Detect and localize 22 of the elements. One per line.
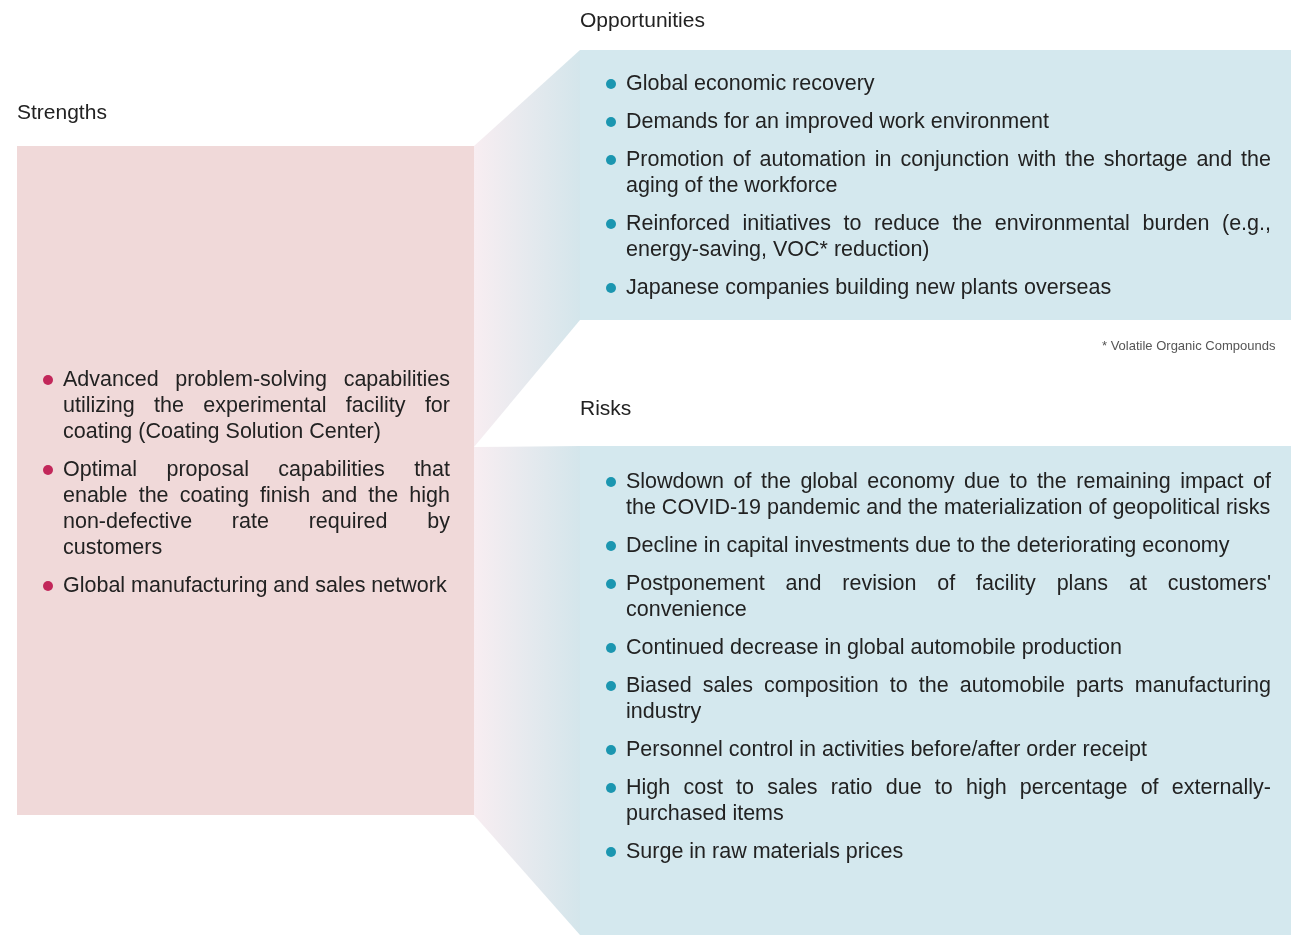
- bullet-item: Decline in capital investments due to the deteriorating economy: [604, 532, 1271, 558]
- bullet-item: Japanese companies building new plants overseas: [604, 274, 1271, 300]
- funnel-connector: [474, 50, 580, 448]
- footnote: * Volatile Organic Compounds: [1102, 338, 1276, 353]
- bullet-item: Reinforced initiatives to reduce the environmental burden (e.g., energy-saving, VOC* reduction): [604, 210, 1271, 262]
- bullet-item: Surge in raw materials prices: [604, 838, 1271, 864]
- strengths-heading: Strengths: [17, 100, 107, 124]
- funnel-connector: [474, 446, 580, 935]
- bullet-item: Continued decrease in global automobile production: [604, 634, 1271, 660]
- bullet-item: Biased sales composition to the automobile parts manufacturing industry: [604, 672, 1271, 724]
- bullet-item: Slowdown of the global economy due to the remaining impact of the COVID-19 pandemic and the materialization of geopolitical risks: [604, 468, 1271, 520]
- bullet-item: Postponement and revision of facility plans at customers' convenience: [604, 570, 1271, 622]
- bullet-item: Personnel control in activities before/after order receipt: [604, 736, 1271, 762]
- bullet-item: Promotion of automation in conjunction with the shortage and the aging of the workforce: [604, 146, 1271, 198]
- bullet-item: Optimal proposal capabilities that enable the coating finish and the high non-defective rate required by customers: [41, 456, 450, 560]
- bullet-item: Advanced problem-solving capabilities utilizing the experimental facility for coating (Coating Solution Center): [41, 366, 450, 444]
- bullet-item: High cost to sales ratio due to high percentage of externally-purchased items: [604, 774, 1271, 826]
- bullet-item: Global manufacturing and sales network: [41, 572, 450, 598]
- risks-heading: Risks: [580, 396, 632, 420]
- opportunities-heading: Opportunities: [580, 8, 705, 32]
- bullet-item: Global economic recovery: [604, 70, 1271, 96]
- bullet-item: Demands for an improved work environment: [604, 108, 1271, 134]
